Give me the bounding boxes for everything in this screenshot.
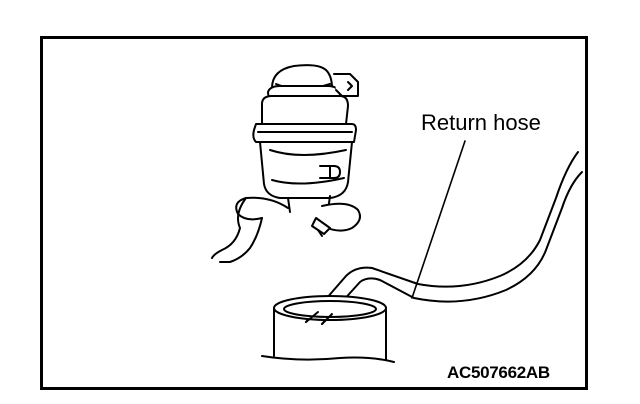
- return-pipe: [261, 295, 395, 363]
- callout-leader: [411, 140, 466, 299]
- figure-code: AC507662AB: [447, 363, 550, 382]
- reservoir-tank: [252, 64, 359, 213]
- return-hose: [305, 151, 583, 325]
- supply-hose: [211, 196, 361, 263]
- return-hose-label: Return hose: [421, 110, 541, 135]
